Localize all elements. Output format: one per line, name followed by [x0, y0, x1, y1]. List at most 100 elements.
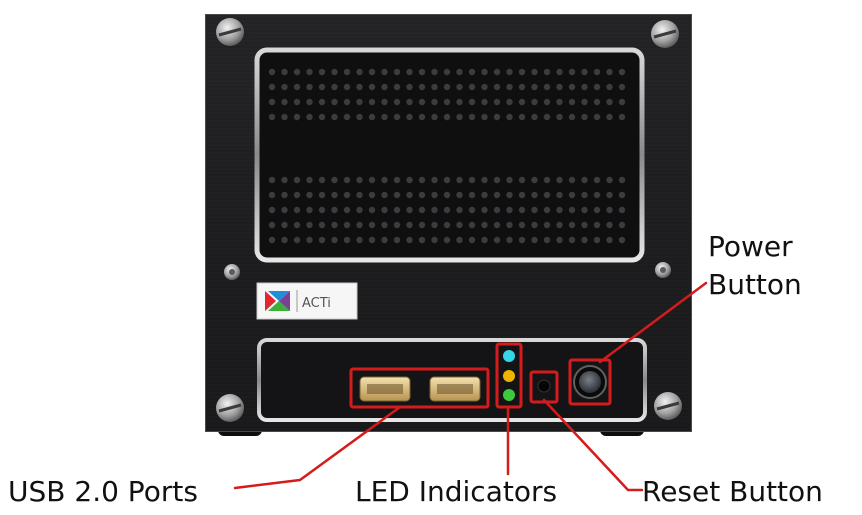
vent-hole — [418, 221, 426, 229]
vent-hole — [543, 176, 551, 184]
screw-icon — [651, 20, 679, 48]
vent-hole — [518, 236, 526, 244]
vent-hole — [606, 176, 613, 184]
vent-hole — [343, 98, 351, 106]
vent-hole — [493, 113, 501, 121]
vent-hole — [331, 83, 338, 91]
vent-hole — [468, 176, 476, 184]
vent-hole — [568, 176, 576, 184]
vent-hole — [606, 68, 613, 76]
screw-icon — [216, 394, 244, 422]
vent-hole — [456, 236, 463, 244]
vent-hole — [456, 176, 463, 184]
vent-hole — [331, 206, 338, 214]
vent-hole — [506, 83, 513, 91]
vent-hole — [443, 98, 451, 106]
vent-hole — [343, 113, 351, 121]
vent-hole — [443, 236, 451, 244]
vent-hole — [356, 236, 363, 244]
vent-hole — [418, 236, 426, 244]
vent-hole — [356, 68, 363, 76]
vent-hole — [356, 176, 363, 184]
vent-hole — [468, 68, 476, 76]
vent-hole — [618, 176, 626, 184]
usb-ports-label: USB 2.0 Ports — [8, 475, 198, 508]
vent-hole — [343, 236, 351, 244]
vent-hole — [331, 221, 338, 229]
vent-hole — [456, 83, 463, 91]
vent-hole — [381, 221, 388, 229]
vent-hole — [368, 113, 376, 121]
vent-hole — [306, 176, 313, 184]
usb-port[interactable] — [429, 376, 481, 402]
vent-hole — [393, 83, 401, 91]
vent-hole — [331, 98, 338, 106]
vent-hole — [618, 206, 626, 214]
vent-hole — [268, 113, 276, 121]
vent-hole — [531, 113, 538, 121]
vent-hole — [443, 221, 451, 229]
vent-hole — [431, 221, 438, 229]
vent-hole — [281, 98, 288, 106]
vent-hole — [493, 68, 501, 76]
vent-hole — [481, 113, 488, 121]
screw-icon — [216, 18, 244, 46]
vent-hole — [568, 68, 576, 76]
vent-hole — [356, 191, 363, 199]
vent-hole — [593, 113, 601, 121]
vent-hole — [318, 236, 326, 244]
vent-hole — [556, 191, 563, 199]
vent-hole — [381, 68, 388, 76]
vent-hole — [581, 98, 588, 106]
reset-button[interactable] — [537, 379, 551, 393]
power-button[interactable] — [573, 365, 607, 399]
vent-hole — [606, 206, 613, 214]
vent-hole — [506, 113, 513, 121]
power-button-label: Power Button — [708, 228, 802, 304]
vent-hole — [318, 206, 326, 214]
vent-hole — [468, 221, 476, 229]
vent-hole — [506, 236, 513, 244]
vent-hole — [581, 236, 588, 244]
vent-hole — [531, 68, 538, 76]
vent-hole — [518, 206, 526, 214]
vent-hole — [456, 98, 463, 106]
led-indicator — [503, 389, 515, 401]
vent-hole — [281, 83, 288, 91]
vent-hole — [418, 68, 426, 76]
vent-hole — [481, 176, 488, 184]
vent-hole — [393, 68, 401, 76]
vent-hole — [443, 68, 451, 76]
vent-hole — [293, 206, 301, 214]
vent-hole — [481, 236, 488, 244]
acti-logo-text: ACTi — [302, 296, 331, 311]
vent-hole — [556, 206, 563, 214]
vent-hole — [368, 221, 376, 229]
vent-hole — [381, 236, 388, 244]
vent-hole — [306, 221, 313, 229]
vent-hole — [581, 191, 588, 199]
usb-port[interactable] — [359, 376, 411, 402]
vent-hole — [468, 191, 476, 199]
vent-hole — [543, 191, 551, 199]
vent-hole — [493, 83, 501, 91]
vent-hole — [331, 236, 338, 244]
vent-hole — [606, 83, 613, 91]
reset-button-label: Reset Button — [642, 475, 823, 508]
vent-hole — [368, 206, 376, 214]
vent-hole — [268, 191, 276, 199]
vent-hole — [431, 83, 438, 91]
power-button-label-line2: Button — [708, 268, 802, 301]
vent-hole — [331, 176, 338, 184]
vent-hole — [581, 221, 588, 229]
vent-hole — [281, 206, 288, 214]
vent-hole — [481, 221, 488, 229]
vent-hole — [543, 221, 551, 229]
vent-hole — [468, 206, 476, 214]
reset-leader-line — [542, 398, 644, 492]
vent-hole — [618, 236, 626, 244]
vent-hole — [368, 98, 376, 106]
vent-hole — [356, 113, 363, 121]
vent-hole — [568, 98, 576, 106]
vent-hole — [456, 221, 463, 229]
